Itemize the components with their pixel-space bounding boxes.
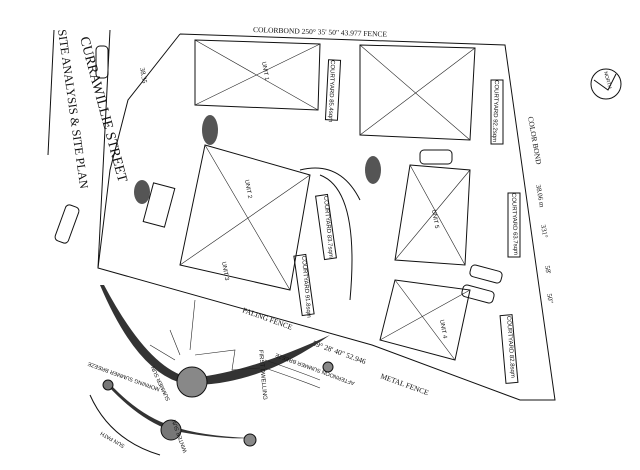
cars <box>54 45 503 304</box>
unit-2-label: UNIT 2 <box>243 179 252 199</box>
morning-breeze-label: MORNING SUMMER BREEZE <box>87 360 161 392</box>
east-length-label: 38.06 m <box>534 184 546 209</box>
trees <box>134 115 381 204</box>
unit-5-label: UNIT 5 <box>430 209 439 229</box>
courtyard-label: COURTYARD 83.7sqm <box>322 196 333 258</box>
east-bearing-deg: 331° <box>539 224 549 239</box>
east-boundary-label: COLOR BOND <box>526 116 543 166</box>
courtyard-label: COURTYARD 85.4sqm <box>327 60 335 122</box>
courtyard-label: COURTYARD 63.7sqm <box>510 193 518 255</box>
courtyard-label: COURTYARD 91.8sqm <box>300 256 311 318</box>
east-bearing-min: 58' <box>543 265 552 275</box>
north-arrow-icon: NORTH <box>590 68 622 100</box>
courtyards: COURTYARD 85.4sqm COURTYARD 92.2sqm COUR… <box>293 59 521 384</box>
north-label: NORTH <box>602 71 612 90</box>
unit-4-label: UNIT 4 <box>438 319 447 339</box>
sun-paths <box>89 285 334 456</box>
unit-3-label: UNIT 3 <box>220 261 229 281</box>
west-length-label: 38.35 <box>138 67 149 84</box>
unit-1-label: UNIT 1 <box>260 61 269 81</box>
north-boundary-label: COLORBOND 250° 35' 50" 43.977 FENCE <box>253 25 388 39</box>
buildings <box>179 39 476 361</box>
east-bearing-sec: 50" <box>545 293 555 304</box>
title-underline <box>47 29 55 156</box>
neighbour-dwelling-label: FIRST DWELLING <box>257 350 267 401</box>
title-block: CURRAWILLIE STREET SITE ANALYSIS & SITE … <box>47 28 130 190</box>
courtyard-label: COURTYARD 92.2sqm <box>491 80 499 142</box>
south-metal-label: METAL FENCE <box>379 371 430 397</box>
south-bearing-label: 59° 28' 40" 52.946 <box>311 338 367 366</box>
courtyard-label: COURTYARD 82.8sqm <box>505 316 515 378</box>
sun-path-label: SUN PATH <box>100 430 126 449</box>
south-paling-label: PALING FENCE <box>241 305 294 332</box>
